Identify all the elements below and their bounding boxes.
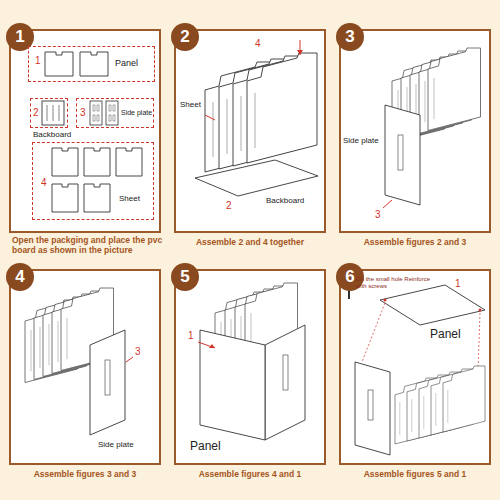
step4-figure (25, 288, 133, 435)
part-name: Side plate (121, 109, 152, 117)
part-name: Backboard (33, 131, 71, 140)
part-name: Sheet (180, 100, 201, 109)
step-number: 6 (345, 268, 354, 287)
step-caption: Assemble figures 2 and 3 (340, 238, 490, 248)
step-caption: Assemble figures 5 and 1 (340, 470, 490, 480)
callout-number: 1 (188, 330, 194, 342)
part-name: Side plate (343, 136, 381, 145)
part-group: 4Sheet (32, 142, 154, 220)
callout-number: 1 (35, 55, 41, 66)
step-number-badge: 2 (171, 23, 199, 51)
step-frames (10, 30, 490, 464)
callout-number: 3 (375, 209, 381, 221)
part-name: Panel (190, 440, 221, 454)
callout-number: 3 (135, 346, 141, 358)
part-group: 1 Panel (28, 46, 155, 82)
step3-figure (383, 48, 481, 208)
part-name: Panel (115, 59, 138, 69)
step-number: 1 (15, 28, 24, 47)
step-number: 4 (15, 268, 24, 287)
step2-figure (195, 40, 318, 196)
step5-figure (198, 283, 305, 440)
step-number: 2 (180, 28, 189, 47)
step-caption: Open the packging and place the pvc boar… (12, 236, 168, 256)
callout-number: 4 (41, 177, 47, 188)
callout-number: 2 (226, 200, 232, 212)
callout-number: 1 (455, 278, 461, 290)
step-number-badge: 3 (336, 23, 364, 51)
step-number-badge: 4 (6, 263, 34, 291)
callout-number: 2 (33, 107, 39, 118)
step-number: 3 (345, 28, 354, 47)
part-group: 3 Side plate (76, 98, 154, 128)
step-caption: Assemble figures 3 and 3 (10, 470, 160, 480)
callout-number: 3 (80, 107, 86, 118)
step-caption: Assemble 2 and 4 together (175, 238, 325, 248)
part-name: Backboard (266, 196, 304, 205)
step6-figure (346, 279, 485, 455)
note-text: On the small hole Reinforce with screws (356, 276, 438, 290)
part-group: 2Backboard (30, 98, 68, 128)
step-number-badge: 5 (171, 263, 199, 291)
part-name: Sheet (119, 195, 140, 204)
step-number: 5 (180, 268, 189, 287)
callout-number: 4 (255, 38, 261, 50)
step-caption: Assemble figures 4 and 1 (175, 470, 325, 480)
part-name: Panel (430, 328, 461, 342)
part-name: Side plate (98, 440, 134, 449)
